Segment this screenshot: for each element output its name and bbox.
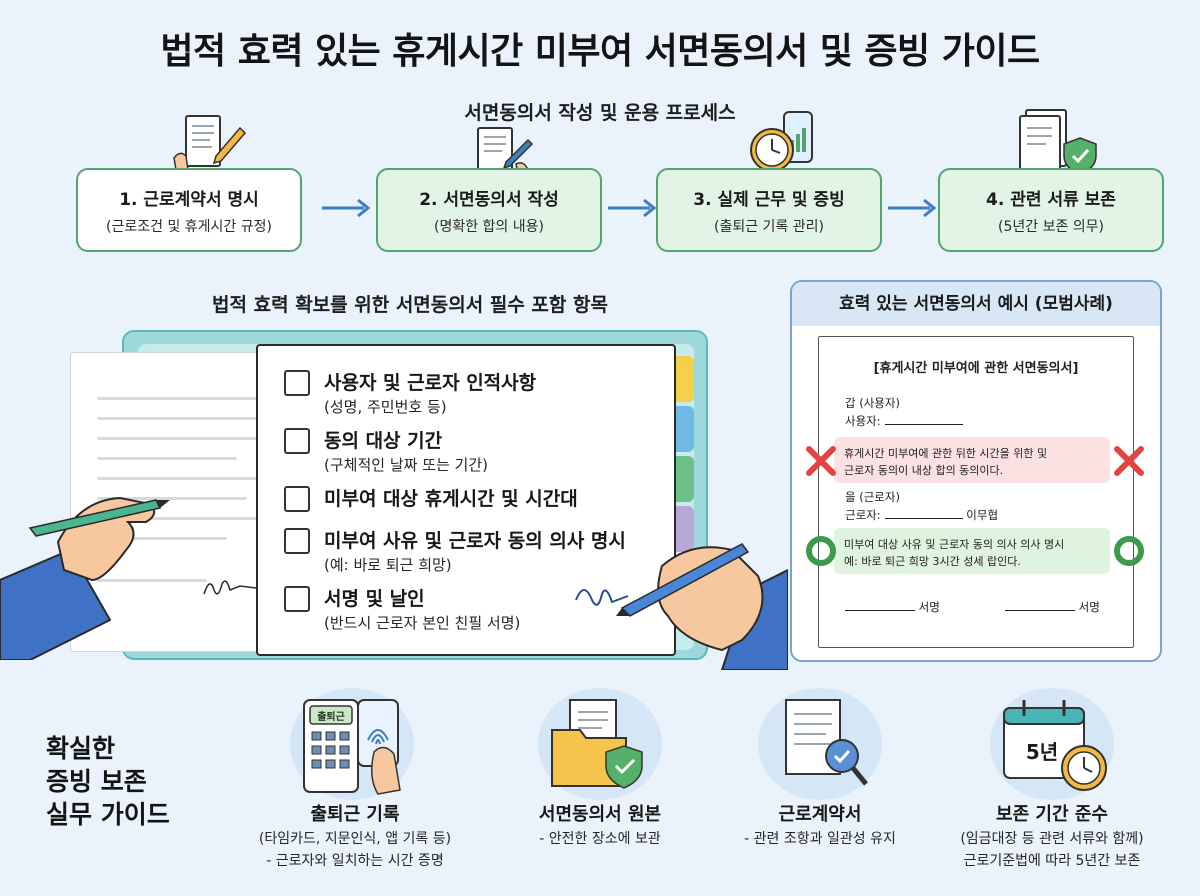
evidence-card-desc: - 관련 조항과 일관성 유지: [744, 831, 896, 847]
evidence-card-title: 출퇴근 기록: [310, 804, 400, 825]
evidence-card-title: 보존 기간 준수: [996, 804, 1108, 825]
party-b-line: 근로자: 이무협: [845, 507, 998, 523]
process-step-3-sub: (출퇴근 기록 관리): [714, 219, 824, 235]
x-mark-icon: [806, 446, 836, 476]
signature-line-1: 서명: [845, 599, 940, 615]
folder-tab-purple: [672, 506, 694, 552]
fingerprint-terminal-icon: [303, 699, 401, 795]
o-mark-icon: [806, 536, 836, 566]
hand-pen-left-icon: [0, 496, 170, 660]
blank-line: [845, 601, 915, 611]
checkbox[interactable]: [284, 486, 310, 512]
checklist-item-sub: (예: 바로 퇴근 희망): [324, 556, 452, 574]
x-mark-icon: [1114, 446, 1144, 476]
checkbox[interactable]: [284, 428, 310, 454]
calendar-icon-label: 5년: [1025, 740, 1059, 764]
process-step-4-sub: (5년간 보존 의무): [997, 219, 1104, 235]
document-shield-icon: [1019, 109, 1097, 175]
party-a-label: 사용자:: [845, 414, 881, 428]
process-step-3-title: 3. 실제 근무 및 증빙: [693, 190, 845, 210]
evidence-card-desc: - 안전한 장소에 보관: [539, 831, 661, 847]
checklist-item-sub: (성명, 주민번호 등): [324, 398, 447, 416]
good-clause-line: 예: 바로 퇴근 희망 3시간 성세 랍인다.: [844, 555, 1021, 568]
evidence-heading: 확실한 증빙 보존 실무 가이드: [46, 732, 170, 831]
checklist-item-title: 사용자 및 근로자 인적사항: [324, 372, 537, 394]
process-step-3: 3. 실제 근무 및 증빙 (출퇴근 기록 관리): [656, 168, 882, 252]
party-b-label: 근로자:: [845, 508, 881, 522]
evidence-card-desc: 근로기준법에 따라 5년간 보존: [963, 853, 1141, 869]
checklist-item-title: 미부여 사유 및 근로자 동의 의사 명시: [324, 530, 626, 552]
blank-line: [884, 509, 963, 519]
example-heading: 효력 있는 서면동의서 예시 (모범사례): [792, 282, 1160, 326]
process-step-4: 4. 관련 서류 보존 (5년간 보존 의무): [938, 168, 1164, 252]
checklist-item-sub: (구체적인 날짜 또는 기간): [324, 456, 489, 474]
checkbox[interactable]: [284, 586, 310, 612]
evidence-card-desc: (타임카드, 지문인식, 앱 기록 등): [258, 831, 452, 847]
checkbox[interactable]: [284, 528, 310, 554]
process-step-4-title: 4. 관련 서류 보존: [986, 190, 1116, 210]
folder-tab-yellow: [672, 356, 694, 402]
consent-form-title: [휴게시간 미부여에 관한 서면동의서]: [873, 361, 1079, 376]
process-step-2-title: 2. 서면동의서 작성: [419, 190, 559, 210]
arrow-right-icon: [888, 198, 937, 218]
process-step-1: 1. 근로계약서 명시 (근로조건 및 휴게시간 규정): [76, 168, 302, 252]
folder-tab-green: [672, 456, 694, 502]
o-mark-icon: [1114, 536, 1144, 566]
checklist-item-title: 동의 대상 기간: [324, 430, 443, 452]
checklist-item-sub: (반드시 근로자 본인 친필 서명): [324, 614, 521, 632]
process-step-2: 2. 서면동의서 작성 (명확한 합의 내용): [376, 168, 602, 252]
page-title: 법적 효력 있는 휴게시간 미부여 서면동의서 및 증빙 가이드: [160, 31, 1040, 72]
sign-label: 서명: [918, 600, 940, 614]
good-clause-example: 미부여 대상 사유 및 근로자 동의 의사 의사 명시 예: 바로 퇴근 희망 …: [834, 528, 1110, 574]
process-step-2-sub: (명확한 합의 내용): [434, 219, 544, 235]
blank-line: [1005, 601, 1075, 611]
bad-clause-line: 휴게시간 미부여에 관한 뒤한 시간을 위한 및: [844, 447, 1048, 460]
party-b-heading: 을 (근로자): [845, 490, 900, 504]
evidence-card-title: 서면동의서 원본: [538, 804, 662, 825]
bad-clause-line: 근로자 동의이 내상 합의 동의이다.: [844, 464, 1004, 477]
bad-clause-example: 휴게시간 미부여에 관한 뒤한 시간을 위한 및 근로자 동의이 내상 합의 동…: [834, 437, 1110, 483]
arrow-right-icon: [322, 198, 371, 218]
checklist-heading: 법적 효력 확보를 위한 서면동의서 필수 포함 항목: [212, 294, 608, 316]
evidence-card-title: 근로계약서: [778, 804, 862, 825]
checklist-card: 사용자 및 근로자 인적사항 (성명, 주민번호 등) 동의 대상 기간 (구체…: [256, 344, 676, 656]
evidence-heading-line: 확실한: [46, 734, 116, 763]
evidence-heading-line: 증빙 보존: [46, 767, 147, 796]
contract-magnifier-icon: [785, 699, 868, 786]
signature-line-2: 서명: [1005, 599, 1100, 615]
arrow-right-icon: [608, 198, 657, 218]
party-a-heading: 갑 (사용자): [845, 396, 900, 410]
process-step-1-title: 1. 근로계약서 명시: [119, 190, 259, 210]
blank-line: [884, 415, 963, 425]
evidence-card-desc: - 근로자와 일치하는 시간 증명: [266, 853, 444, 869]
process-step-1-sub: (근로조건 및 휴게시간 규정): [106, 219, 272, 235]
hand-pen-right-icon: [575, 543, 788, 670]
checklist-item-title: 미부여 대상 휴게시간 및 시간대: [324, 488, 578, 510]
evidence-card-desc: (임금대장 등 관련 서류와 함께): [960, 831, 1144, 847]
calendar-clock-icon: [1003, 700, 1107, 791]
sign-label: 서명: [1078, 600, 1100, 614]
party-b-name: 이무협: [966, 508, 999, 522]
party-a-line: 사용자:: [845, 413, 963, 429]
folder-tab-blue: [672, 406, 694, 452]
process-heading: 서면동의서 작성 및 운용 프로세스: [464, 102, 736, 124]
folder-shield-icon: [551, 699, 643, 789]
evidence-heading-line: 실무 가이드: [46, 800, 170, 829]
signature-scribble-icon: [203, 580, 257, 595]
good-clause-line: 미부여 대상 사유 및 근로자 동의 의사 의사 명시: [844, 538, 1065, 551]
consent-form-document: [휴게시간 미부여에 관한 서면동의서] 갑 (사용자) 사용자: 을 (근로자…: [818, 336, 1134, 648]
document-write-icon: [477, 127, 534, 176]
checklist-item-title: 서명 및 날인: [324, 588, 425, 610]
attendance-icon-label: 출퇴근: [317, 712, 345, 723]
checkbox[interactable]: [284, 370, 310, 396]
contract-sign-icon: [173, 115, 247, 171]
clock-phone-icon: [750, 111, 813, 172]
